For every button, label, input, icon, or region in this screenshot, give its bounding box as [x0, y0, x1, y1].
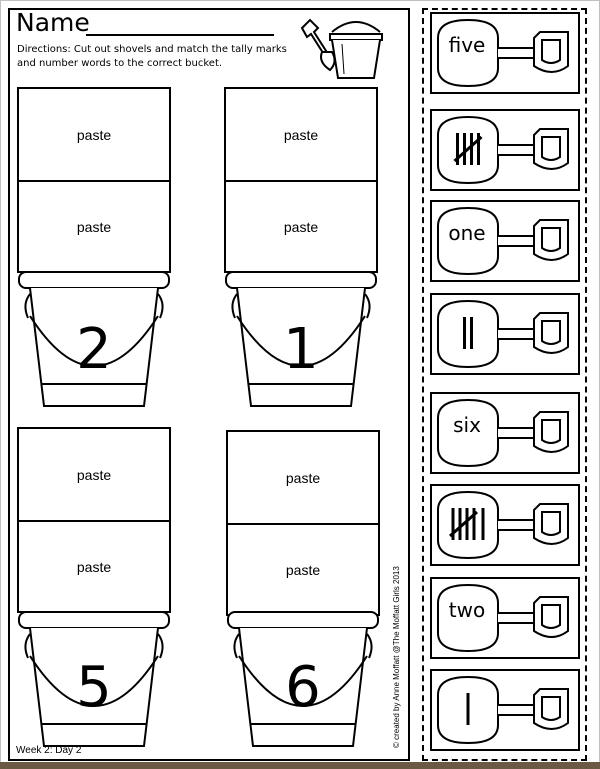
paste-area-bucket-5[interactable]: paste paste	[17, 427, 171, 613]
shovel-number-word: six	[453, 413, 481, 437]
bucket-6: 6	[225, 610, 381, 752]
shovel-card[interactable]	[430, 109, 580, 191]
paste-divider	[19, 520, 169, 522]
name-line	[86, 34, 274, 36]
bucket-outline	[18, 271, 170, 407]
paste-area-bucket-6[interactable]: paste paste	[226, 430, 380, 616]
copyright-text: © created by Anne Moffatt @The Moffatt G…	[392, 566, 401, 748]
shovel-icon	[437, 398, 569, 468]
paste-label: paste	[283, 219, 319, 235]
bucket-number: 6	[285, 655, 321, 720]
bucket-1: 1	[223, 270, 379, 412]
cut-line-border	[430, 577, 580, 659]
cut-line-border	[430, 392, 580, 474]
paste-label: paste	[283, 127, 319, 143]
paste-slot-top[interactable]: paste	[226, 89, 376, 181]
paste-slot-bottom[interactable]: paste	[19, 522, 169, 612]
cut-line-border	[430, 293, 580, 375]
bucket-number: 2	[76, 317, 112, 382]
paste-area-bucket-2[interactable]: paste paste	[17, 87, 171, 273]
shovel-icon	[437, 583, 569, 653]
paste-label: paste	[76, 219, 112, 235]
shovel-icon	[437, 18, 569, 88]
paste-slot-top[interactable]: paste	[19, 429, 169, 521]
shovel-card[interactable]	[430, 293, 580, 375]
paste-slot-bottom[interactable]: paste	[228, 525, 378, 615]
tally-marks-icon	[463, 317, 473, 349]
cut-line-border	[430, 669, 580, 751]
shovel-card[interactable]	[430, 669, 580, 751]
cut-line-border	[430, 484, 580, 566]
paste-label: paste	[285, 470, 321, 486]
cut-line-border	[430, 200, 580, 282]
cut-line-border	[430, 109, 580, 191]
paste-slot-bottom[interactable]: paste	[226, 182, 376, 272]
paste-slot-bottom[interactable]: paste	[19, 182, 169, 272]
paste-label: paste	[76, 467, 112, 483]
bucket-outline	[225, 271, 377, 407]
cut-line-border	[430, 12, 580, 94]
shovel-card[interactable]: one	[430, 200, 580, 282]
bucket-number: 1	[283, 317, 319, 382]
shovel-icon	[437, 206, 569, 276]
shovel-card[interactable]: two	[430, 577, 580, 659]
paste-label: paste	[285, 562, 321, 578]
directions-text: Directions: Cut out shovels and match th…	[17, 44, 287, 69]
shovel-card[interactable]: five	[430, 12, 580, 94]
paste-slot-top[interactable]: paste	[19, 89, 169, 181]
shovel-number-word: one	[448, 221, 486, 245]
cut-out-strip	[422, 8, 587, 761]
shovel-icon	[437, 299, 569, 369]
week-day-label: Week 2: Day 2	[16, 745, 82, 756]
shovel-number-word: five	[448, 33, 486, 57]
bottom-edge-strip	[0, 762, 600, 769]
bucket-outline	[18, 611, 170, 747]
shovel-card[interactable]	[430, 484, 580, 566]
shovel-number-word: two	[448, 598, 486, 622]
worksheet-panel	[8, 8, 410, 761]
paste-label: paste	[76, 127, 112, 143]
tally-marks-icon	[449, 508, 485, 540]
paste-area-bucket-1[interactable]: paste paste	[224, 87, 378, 273]
bucket-number: 5	[76, 655, 112, 720]
bucket-2: 2	[16, 270, 172, 412]
paste-divider	[228, 523, 378, 525]
bucket-outline	[227, 611, 379, 747]
sand-bucket-icon	[300, 18, 383, 79]
paste-slot-top[interactable]: paste	[228, 432, 378, 524]
paste-divider	[226, 180, 376, 182]
bucket-5: 5	[16, 610, 172, 752]
tally-marks-icon	[453, 133, 483, 165]
paste-label: paste	[76, 559, 112, 575]
tally-marks-icon	[466, 693, 470, 725]
shovel-card[interactable]: six	[430, 392, 580, 474]
name-label: Name	[16, 8, 90, 37]
paste-divider	[19, 180, 169, 182]
